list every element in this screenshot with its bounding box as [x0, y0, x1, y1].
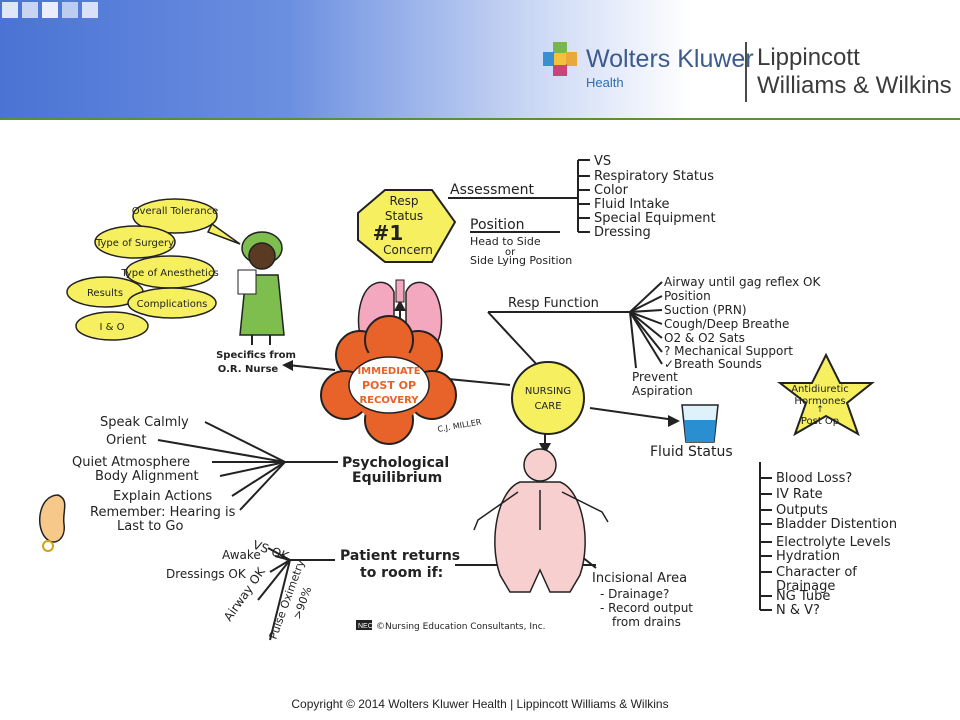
- bubble-label: Overall Tolerance: [132, 206, 219, 217]
- fluid-item: Blood Loss?: [776, 471, 852, 486]
- fluid-item: Electrolyte Levels: [776, 535, 891, 550]
- brand-separator: [745, 42, 747, 102]
- incisional-item: from drains: [612, 615, 681, 629]
- center-line1: IMMEDIATE: [357, 366, 420, 377]
- brand-secondary-line2: Williams & Wilkins: [757, 72, 952, 99]
- nec-logo-text: NEC: [358, 623, 373, 630]
- fluid-item: IV Rate: [776, 487, 823, 502]
- antidiuretic-star: [777, 352, 875, 437]
- fluid-item: Bladder Distention: [776, 517, 897, 532]
- fluid-item: N & V?: [776, 603, 820, 618]
- resp-function-item: Cough/Deep Breathe: [664, 317, 789, 331]
- incisional-item: - Drainage?: [600, 587, 669, 601]
- nursing-care-circle: [511, 361, 585, 435]
- center-flower: [320, 315, 457, 445]
- resp-function-item: O2 & O2 Sats: [664, 331, 745, 345]
- psych-item: Explain Actions: [113, 489, 212, 504]
- brand-primary: Wolters Kluwer: [586, 45, 754, 73]
- incisional-label: Incisional Area: [592, 571, 687, 586]
- nursing-care-line1: NURSING: [525, 386, 571, 397]
- prevent-line1: Prevent: [632, 370, 678, 384]
- resp-function-item: ✓Breath Sounds: [664, 357, 762, 371]
- bubble-complications: [127, 287, 217, 319]
- resp-status-line4: Concern: [383, 243, 433, 257]
- brand-sub: Health: [586, 75, 624, 90]
- resp-function-item: ? Mechanical Support: [664, 344, 793, 358]
- bubble-label: Type of Anesthetics: [120, 268, 218, 279]
- returns-label-line1: Patient returns: [340, 548, 460, 564]
- returns-item: Awake: [222, 548, 261, 562]
- assessment-item: Color: [594, 183, 629, 198]
- assessment-item: Dressing: [594, 225, 651, 240]
- position-line: Side Lying Position: [470, 254, 572, 267]
- bubble-type-of-surgery: [94, 225, 176, 259]
- assessment-item: VS: [594, 154, 611, 169]
- returns-item: Dressings OK: [166, 567, 247, 581]
- returns-label-line2: to room if:: [360, 565, 443, 581]
- or-nurse-label-line2: O.R. Nurse: [218, 364, 279, 375]
- fluid-item: Outputs: [776, 503, 828, 518]
- psych-item: Body Alignment: [95, 469, 199, 484]
- prevent-line2: Aspiration: [632, 384, 693, 398]
- psych-label-line1: Psychological: [342, 455, 449, 471]
- fluid-item-ng: NG Tube: [776, 589, 830, 604]
- resp-function-item: Position: [664, 289, 711, 303]
- resp-status-hexagon: [357, 189, 457, 263]
- antidiuretic-line2: Hormones: [794, 396, 845, 407]
- or-nurse-label-line1: Specifics from: [216, 350, 296, 361]
- fluid-item: Drainage: [776, 579, 835, 594]
- signature: C.J. MILLER: [437, 417, 483, 434]
- ear-illustration: [39, 494, 66, 552]
- psych-label-line2: Equilibrium: [352, 470, 442, 486]
- bubble-overall-tolerance: [132, 198, 218, 234]
- incisional-item: - Record output: [600, 601, 693, 615]
- patient-illustration: [473, 448, 609, 593]
- bubble-i-and-o: [75, 311, 149, 341]
- psych-item: Quiet Atmosphere: [72, 455, 190, 470]
- center-line2: POST OP: [362, 379, 416, 392]
- psych-item: Speak Calmly: [100, 415, 189, 430]
- psych-item: Orient: [106, 433, 147, 448]
- fluid-item: Hydration: [776, 549, 840, 564]
- bubble-label: I & O: [100, 322, 125, 333]
- position-label: Position: [470, 217, 525, 233]
- resp-status-number: #1: [373, 221, 404, 245]
- brand-secondary-line1: Lippincott: [757, 44, 860, 71]
- center-line3: RECOVERY: [359, 395, 419, 406]
- nec-logo: [356, 620, 372, 630]
- assessment-item: Fluid Intake: [594, 197, 670, 212]
- assessment-label: Assessment: [450, 182, 534, 198]
- resp-function-item: Airway until gag reflex OK: [664, 275, 822, 289]
- position-line: Head to Side: [470, 235, 541, 248]
- assessment-item: Respiratory Status: [594, 169, 714, 184]
- psych-item: Remember: Hearing is: [90, 505, 236, 520]
- decorative-squares: [2, 2, 98, 18]
- position-line: or: [505, 247, 516, 258]
- fluid-status-label: Fluid Status: [650, 444, 733, 460]
- credit-text: ©Nursing Education Consultants, Inc.: [376, 622, 546, 632]
- header-banner: Wolters Kluwer Health Lippincott William…: [0, 0, 960, 118]
- nursing-care-line2: CARE: [534, 401, 561, 412]
- bubble-label: Complications: [137, 299, 208, 310]
- assessment-item: Special Equipment: [594, 211, 716, 226]
- resp-status-line2: Status: [385, 209, 423, 223]
- antidiuretic-line1: Antidiuretic: [791, 384, 849, 395]
- or-nurse-illustration: [237, 231, 285, 345]
- bubble-label: Results: [87, 288, 123, 299]
- resp-status-line1: Resp: [389, 194, 418, 208]
- fluid-item: Character of: [776, 565, 857, 580]
- footer-copyright: Copyright © 2014 Wolters Kluwer Health |…: [291, 697, 669, 711]
- bubble-label: Type of Surgery: [95, 238, 174, 249]
- psych-item: Last to Go: [117, 519, 183, 534]
- resp-function-item: Suction (PRN): [664, 303, 747, 317]
- wolters-kluwer-logo: [543, 42, 577, 76]
- arrow-up-icon: ↑: [816, 405, 824, 415]
- water-cup-icon: [681, 404, 719, 443]
- antidiuretic-line3: Post Op: [801, 416, 839, 427]
- header-rule: [0, 118, 960, 120]
- concept-map: Resp Status #1 Concern Assessment VS Res…: [39, 154, 897, 641]
- resp-function-label: Resp Function: [508, 296, 599, 311]
